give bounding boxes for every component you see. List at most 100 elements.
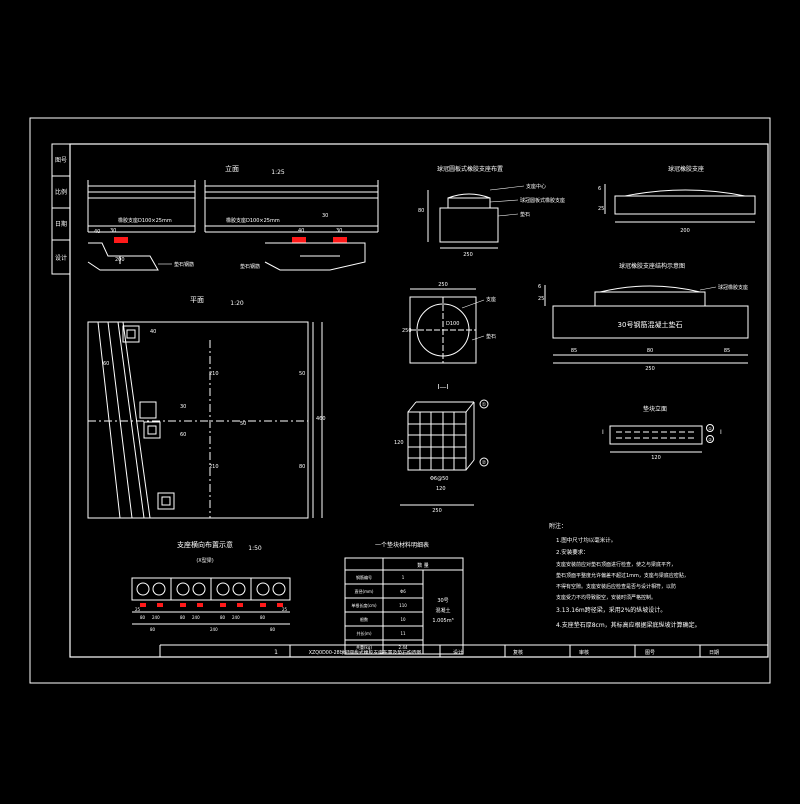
- callout: 垫石: [520, 211, 530, 218]
- dim: 250: [463, 252, 473, 258]
- outer-frame: [29, 117, 771, 684]
- stone-elev-title: 垫块立面: [643, 405, 667, 413]
- bearing-layout: 球冠橡胶支座结构示意图 球冠橡胶支座 30号钢筋混凝土垫石 6 25 85 80…: [538, 262, 749, 372]
- elevation-view: 立面 1:25 橡胶支座D100×25mm 橡胶支座D100×25mm 40 3…: [87, 164, 379, 271]
- dim: 80: [418, 208, 424, 214]
- plan-outline: [87, 321, 309, 519]
- table-cell: 10: [400, 617, 406, 622]
- bearing-pad: [333, 237, 347, 243]
- callout: 支座中心: [526, 183, 546, 190]
- dim: 80: [260, 615, 266, 620]
- dim: 6: [538, 284, 541, 290]
- pad-label: 橡胶支座D100×25mm: [118, 217, 172, 224]
- pad-label: 橡胶支座D100×25mm: [226, 217, 280, 224]
- dim: 50: [299, 371, 305, 377]
- title-cell: 设计: [453, 649, 463, 656]
- marker: ②: [482, 460, 487, 466]
- bearing-pad: [292, 237, 306, 243]
- side-label: 设计: [55, 254, 67, 262]
- dim: D100: [446, 321, 459, 327]
- table-cell: 2.44: [399, 645, 408, 650]
- pad-section-title: 球冠圆板式橡胶支座布置: [437, 165, 503, 173]
- table-cell: 1: [402, 575, 405, 580]
- note-line: 1.图中尺寸均以毫米计。: [556, 536, 616, 544]
- table-cell: 直径(mm): [355, 588, 374, 594]
- elevation-scale: 1:25: [271, 169, 285, 176]
- side-label: 比例: [55, 188, 67, 196]
- dim: 80: [140, 615, 146, 620]
- table-header: 数 量: [417, 562, 429, 569]
- dim: 85: [571, 348, 577, 354]
- title-block: 1 XZQ0D00-28球冠圆板式橡胶支座布置及垫石构造图 设计 复核 审核 图…: [159, 644, 768, 657]
- pad-section: 球冠圆板式橡胶支座布置 80 250 支座中心 球冠圆板式橡胶支座 垫石: [418, 165, 565, 258]
- dim: 250: [402, 328, 412, 334]
- dim: 240: [192, 615, 200, 620]
- elevation-title: 立面: [225, 164, 239, 173]
- dim: 240: [210, 627, 218, 632]
- dim: 30: [336, 228, 342, 234]
- note-line: 不得有空隙。支座安装后应检查是否与设计相符，以防: [556, 583, 676, 590]
- dim: 80: [647, 348, 653, 354]
- section-mark: I: [602, 429, 604, 436]
- cross-subtitle: (X型梁): [196, 557, 213, 564]
- title-cell: 图号: [645, 650, 655, 656]
- dim: Φ6@50: [430, 476, 448, 482]
- notes: 附注： 1.图中尺寸均以毫米计。 2.安装要求： 支座安装前应对垫石顶面进行检查…: [549, 522, 701, 629]
- mesh-title: I—I: [437, 383, 448, 391]
- callout: 球冠圆板式橡胶支座: [520, 197, 565, 204]
- dim: 25: [598, 206, 604, 212]
- note-line: 垫石顶面平整度允许偏差不超过1mm，支座与梁底应密贴，: [556, 572, 689, 579]
- table-title: 一个垫块材料明细表: [375, 541, 429, 549]
- marker: ①: [708, 426, 712, 431]
- dim: 250: [438, 282, 448, 288]
- rubber-bearing-title: 球冠橡胶支座: [668, 165, 704, 173]
- dim: 25: [135, 607, 141, 612]
- table-cell: Φ6: [400, 589, 406, 594]
- table-cell: 11: [400, 631, 406, 636]
- dim: 200: [680, 228, 690, 234]
- dim: 80: [180, 615, 186, 620]
- dim: 40: [94, 229, 100, 235]
- table-cell: 根数: [360, 616, 368, 622]
- table-cell: 共长(m): [356, 630, 371, 636]
- title-cell: 复核: [513, 649, 523, 656]
- title-cell: 审核: [579, 649, 589, 656]
- side-label: 日期: [55, 220, 67, 228]
- dim: 120: [651, 455, 661, 461]
- note-line: 支座受力不均导致脱空，安装时须严格控制。: [556, 594, 656, 601]
- dim: 60: [180, 432, 186, 438]
- bearing-layout-title: 球冠橡胶支座结构示意图: [619, 262, 685, 270]
- dim: 200: [115, 257, 125, 263]
- callout: 球冠橡胶支座: [718, 284, 748, 291]
- dim: 250: [432, 508, 442, 514]
- inner-frame: [69, 143, 769, 658]
- note-line: 支座安装前应对垫石顶面进行检查，使之与梁底平齐，: [556, 561, 676, 568]
- marker: ①: [482, 402, 487, 408]
- rebar-grid: [408, 412, 466, 470]
- dim: 25: [282, 607, 288, 612]
- dim: 6: [598, 186, 601, 192]
- dim: 60: [103, 361, 109, 367]
- dim: 80: [270, 627, 276, 632]
- pad-plan: 250 250 D100 支座 垫石: [402, 282, 496, 364]
- sheet-number: 1: [274, 649, 278, 656]
- callout: 垫石: [486, 333, 496, 340]
- material-table: 一个垫块材料明细表 数 量 钢筋编号 1 直径(mm) Φ6 单根长度(cm) …: [344, 541, 464, 655]
- dim: 40: [298, 228, 304, 234]
- stone-label: 30号钢筋混凝土垫石: [618, 320, 683, 329]
- dim: 250: [645, 366, 655, 372]
- dim: 30: [180, 404, 186, 410]
- title-cell: 日期: [709, 650, 719, 656]
- dim: 240: [152, 615, 160, 620]
- dim: 25: [538, 296, 544, 302]
- note-line: 3.13.16m跨径梁，采用2%的纵坡设计。: [556, 606, 666, 614]
- dim: 210: [209, 464, 219, 470]
- stone-elevation: 垫块立面 I I ① ② 120: [602, 405, 722, 461]
- table-side: 1.005m³: [432, 618, 453, 624]
- rubber-bearing: 球冠橡胶支座 6 25 200: [598, 165, 756, 234]
- callout: 垫石钢筋: [240, 263, 260, 270]
- drawing-title: XZQ0D00-28球冠圆板式橡胶支座布置及垫石构造图: [309, 649, 422, 656]
- cross-title: 支座横向布置示意: [177, 540, 233, 549]
- dim: 30: [322, 213, 328, 219]
